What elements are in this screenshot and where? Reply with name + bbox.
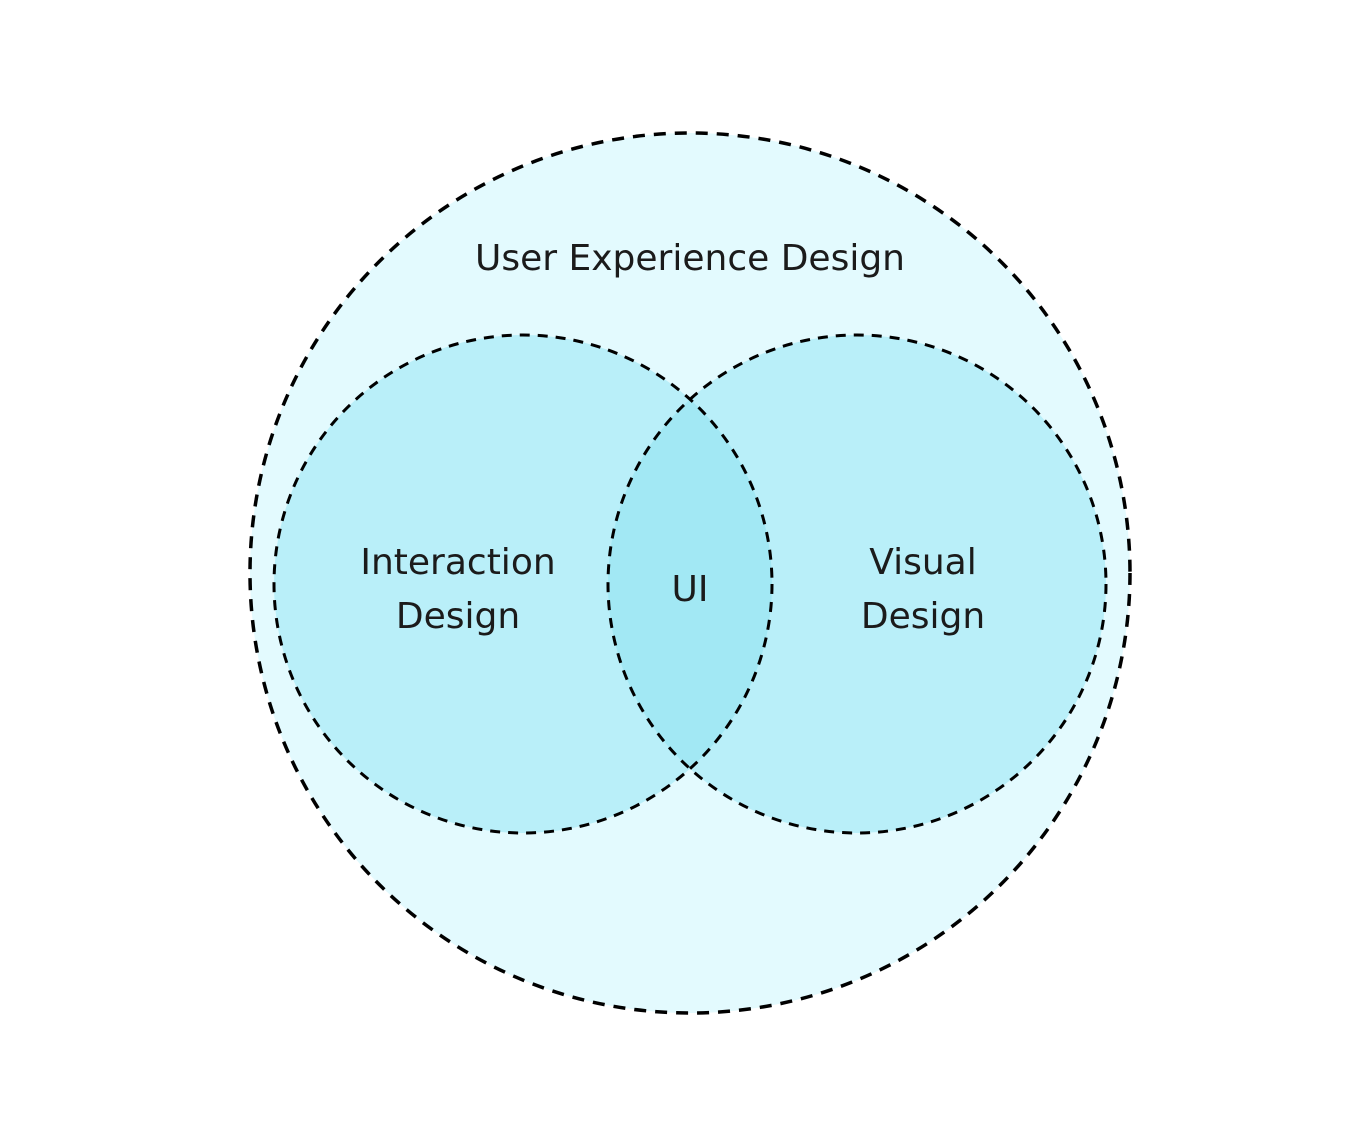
ui-label: UI (672, 569, 709, 610)
ux-design-label: User Experience Design (475, 238, 905, 279)
visual-design-outline (606, 333, 1108, 835)
interaction-design-label-line2: Design (396, 596, 520, 637)
ui-intersection (608, 335, 772, 833)
visual-design-label-line2: Design (861, 596, 985, 637)
interaction-design-label-line1: Interaction (360, 542, 555, 583)
visual-design-label-line1: Visual (869, 542, 976, 583)
interaction-design-outline (272, 333, 774, 835)
